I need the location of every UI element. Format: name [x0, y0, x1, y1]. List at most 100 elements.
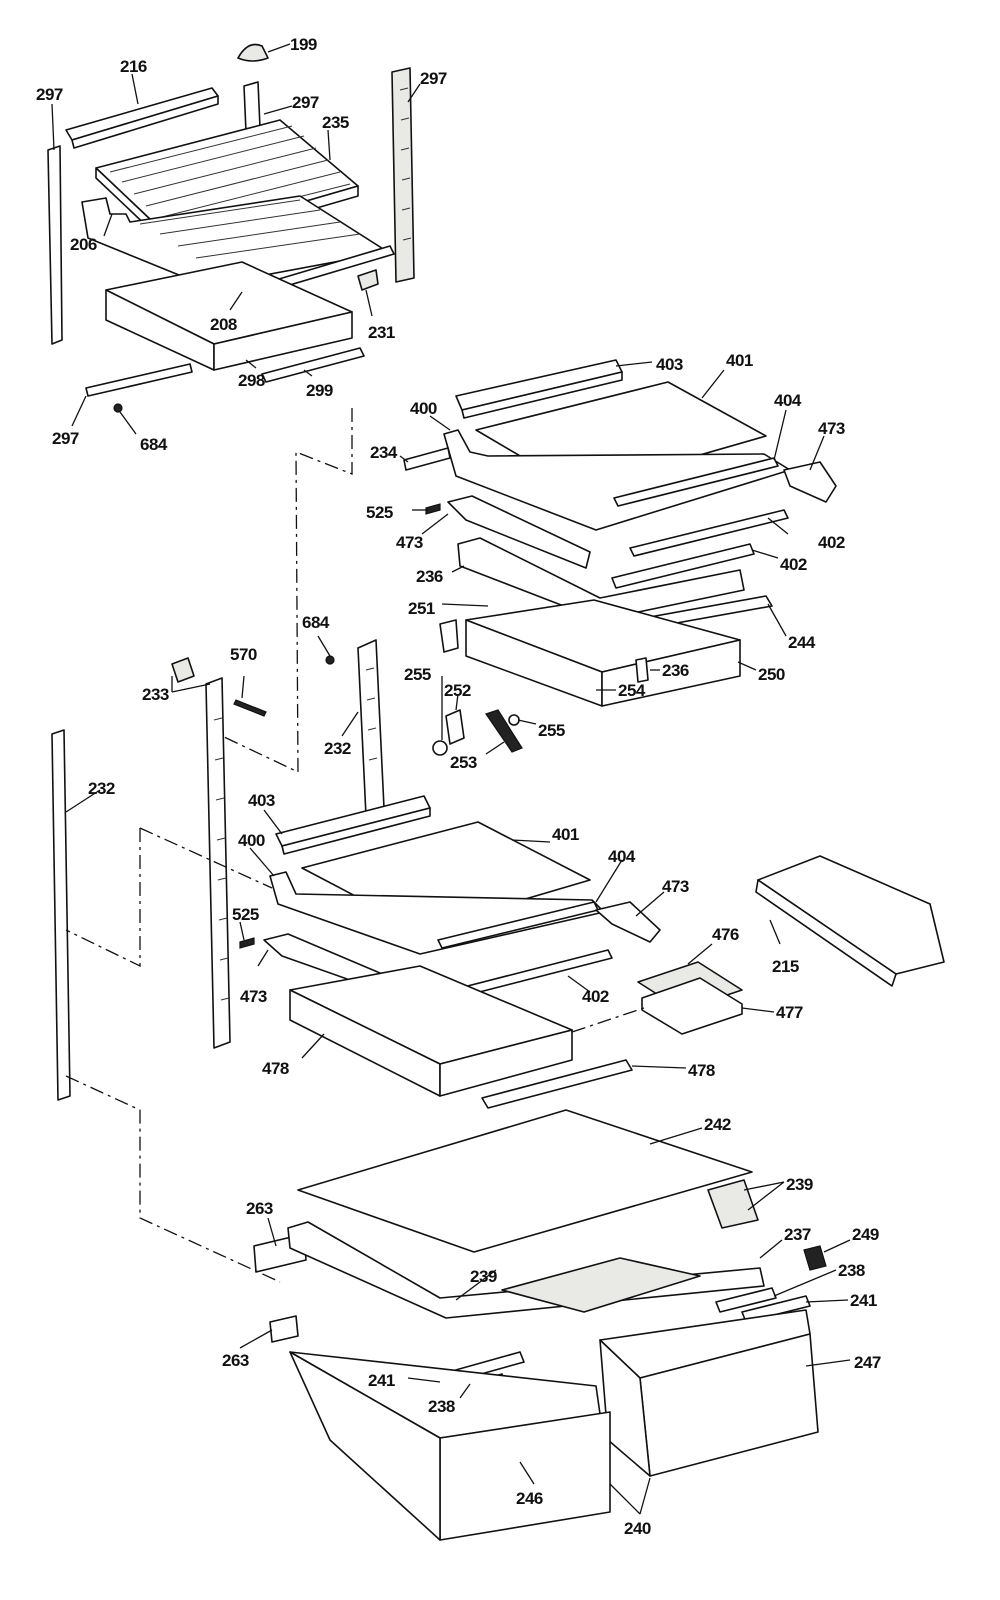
assembly-line-upper [221, 408, 353, 774]
callout-238: 238 [838, 1261, 865, 1280]
callout-199: 199 [290, 35, 317, 54]
callout-232: 232 [88, 779, 115, 798]
part-234-bracket [403, 447, 451, 471]
assembly-line-middle [65, 827, 273, 968]
part-253-control-slide [485, 709, 523, 753]
part-251-hinge [439, 619, 459, 653]
callout-401: 401 [726, 351, 753, 370]
callout-208: 208 [210, 315, 237, 334]
callout-251: 251 [408, 599, 435, 618]
callout-473: 473 [396, 533, 423, 552]
part-246-crisper-drawer-left [289, 1351, 611, 1541]
callout-241: 241 [368, 1371, 395, 1390]
callout-402: 402 [818, 533, 845, 552]
part-402-rail-a [629, 509, 789, 557]
part-232-outer-rail [51, 729, 71, 1101]
callout-400: 400 [410, 399, 437, 418]
part-255-knob [432, 740, 448, 756]
part-404-front-trim [613, 457, 779, 507]
callout-236: 236 [416, 567, 443, 586]
callout-570: 570 [230, 645, 257, 664]
callout-labels: 199 216 297 297 297 235 206 208 231 298 … [36, 35, 881, 1538]
callout-478: 478 [688, 1061, 715, 1080]
callout-239: 239 [470, 1267, 497, 1286]
callout-402: 402 [780, 555, 807, 574]
callout-252: 252 [444, 681, 471, 700]
part-263-support-lower [269, 1315, 299, 1343]
callout-235: 235 [322, 113, 349, 132]
callout-263: 263 [222, 1351, 249, 1370]
part-403-rear-trim [455, 359, 623, 419]
part-250-crisper-pan [465, 599, 741, 707]
callout-400: 400 [238, 831, 265, 850]
part-252-control-cover [445, 709, 465, 745]
part-402-rail-b [611, 543, 755, 589]
callout-476: 476 [712, 925, 739, 944]
part-231-clip [357, 269, 379, 291]
assembly-line-lower [65, 1075, 281, 1283]
callout-246: 246 [516, 1489, 543, 1508]
part-403-rear-trim-b [275, 795, 431, 855]
part-477-butter-dish [641, 977, 743, 1035]
part-478-rail [481, 1059, 633, 1109]
callout-239: 239 [786, 1175, 813, 1194]
callout-404: 404 [608, 847, 636, 866]
callout-234: 234 [370, 443, 398, 462]
part-400-shelf-frame [443, 429, 791, 531]
callout-403: 403 [656, 355, 683, 374]
part-478-meat-pan [289, 965, 573, 1097]
callout-247: 247 [854, 1353, 881, 1372]
callout-206: 206 [70, 235, 97, 254]
part-236-divider [635, 657, 649, 683]
callout-525: 525 [366, 503, 393, 522]
part-199-knob [237, 43, 269, 62]
part-570-pin [233, 699, 267, 717]
part-247-crisper-drawer-right [599, 1309, 819, 1477]
callout-237: 237 [784, 1225, 811, 1244]
part-297-left-rail [47, 145, 63, 345]
part-473-left-slide [447, 495, 591, 569]
callout-478: 478 [262, 1059, 289, 1078]
part-237-crisper-frame [287, 1221, 765, 1319]
part-525-screw-b [239, 937, 255, 949]
callout-297: 297 [36, 85, 63, 104]
callout-231: 231 [368, 323, 395, 342]
part-242-glass-cover [297, 1109, 753, 1253]
part-297-center-post [243, 81, 261, 133]
part-299-front-strip [261, 347, 365, 383]
callout-241: 241 [850, 1291, 877, 1310]
callout-401: 401 [552, 825, 579, 844]
part-233-bracket [171, 657, 195, 683]
callout-297: 297 [52, 429, 79, 448]
callout-255: 255 [538, 721, 565, 740]
callout-242: 242 [704, 1115, 731, 1134]
callout-249: 249 [852, 1225, 879, 1244]
callout-299: 299 [306, 381, 333, 400]
callout-477: 477 [776, 1003, 803, 1022]
callout-216: 216 [120, 57, 147, 76]
part-684-screw-b [325, 655, 335, 665]
leader-lines [51, 43, 851, 1515]
part-216-trim-strip [65, 87, 219, 149]
callout-238: 238 [428, 1397, 455, 1416]
callout-298: 298 [238, 371, 265, 390]
assembly-line-butter [571, 1007, 645, 1033]
callout-232: 232 [324, 739, 351, 758]
part-232-center-rail [357, 639, 385, 817]
callout-297: 297 [292, 93, 319, 112]
callout-473: 473 [818, 419, 845, 438]
part-525-screw [425, 503, 441, 515]
part-473-right-slide-b [595, 901, 661, 943]
callout-473: 473 [240, 987, 267, 1006]
part-206-shelf-frame [81, 195, 389, 287]
part-239-clip-center [501, 1257, 701, 1313]
part-255-washer [508, 714, 520, 726]
callout-525: 525 [232, 905, 259, 924]
part-298-drawer [105, 261, 353, 371]
callout-250: 250 [758, 665, 785, 684]
part-239-clip-upper [707, 1179, 759, 1229]
callout-253: 253 [450, 753, 477, 772]
part-238-slide-right [715, 1287, 777, 1313]
callout-254: 254 [618, 681, 646, 700]
